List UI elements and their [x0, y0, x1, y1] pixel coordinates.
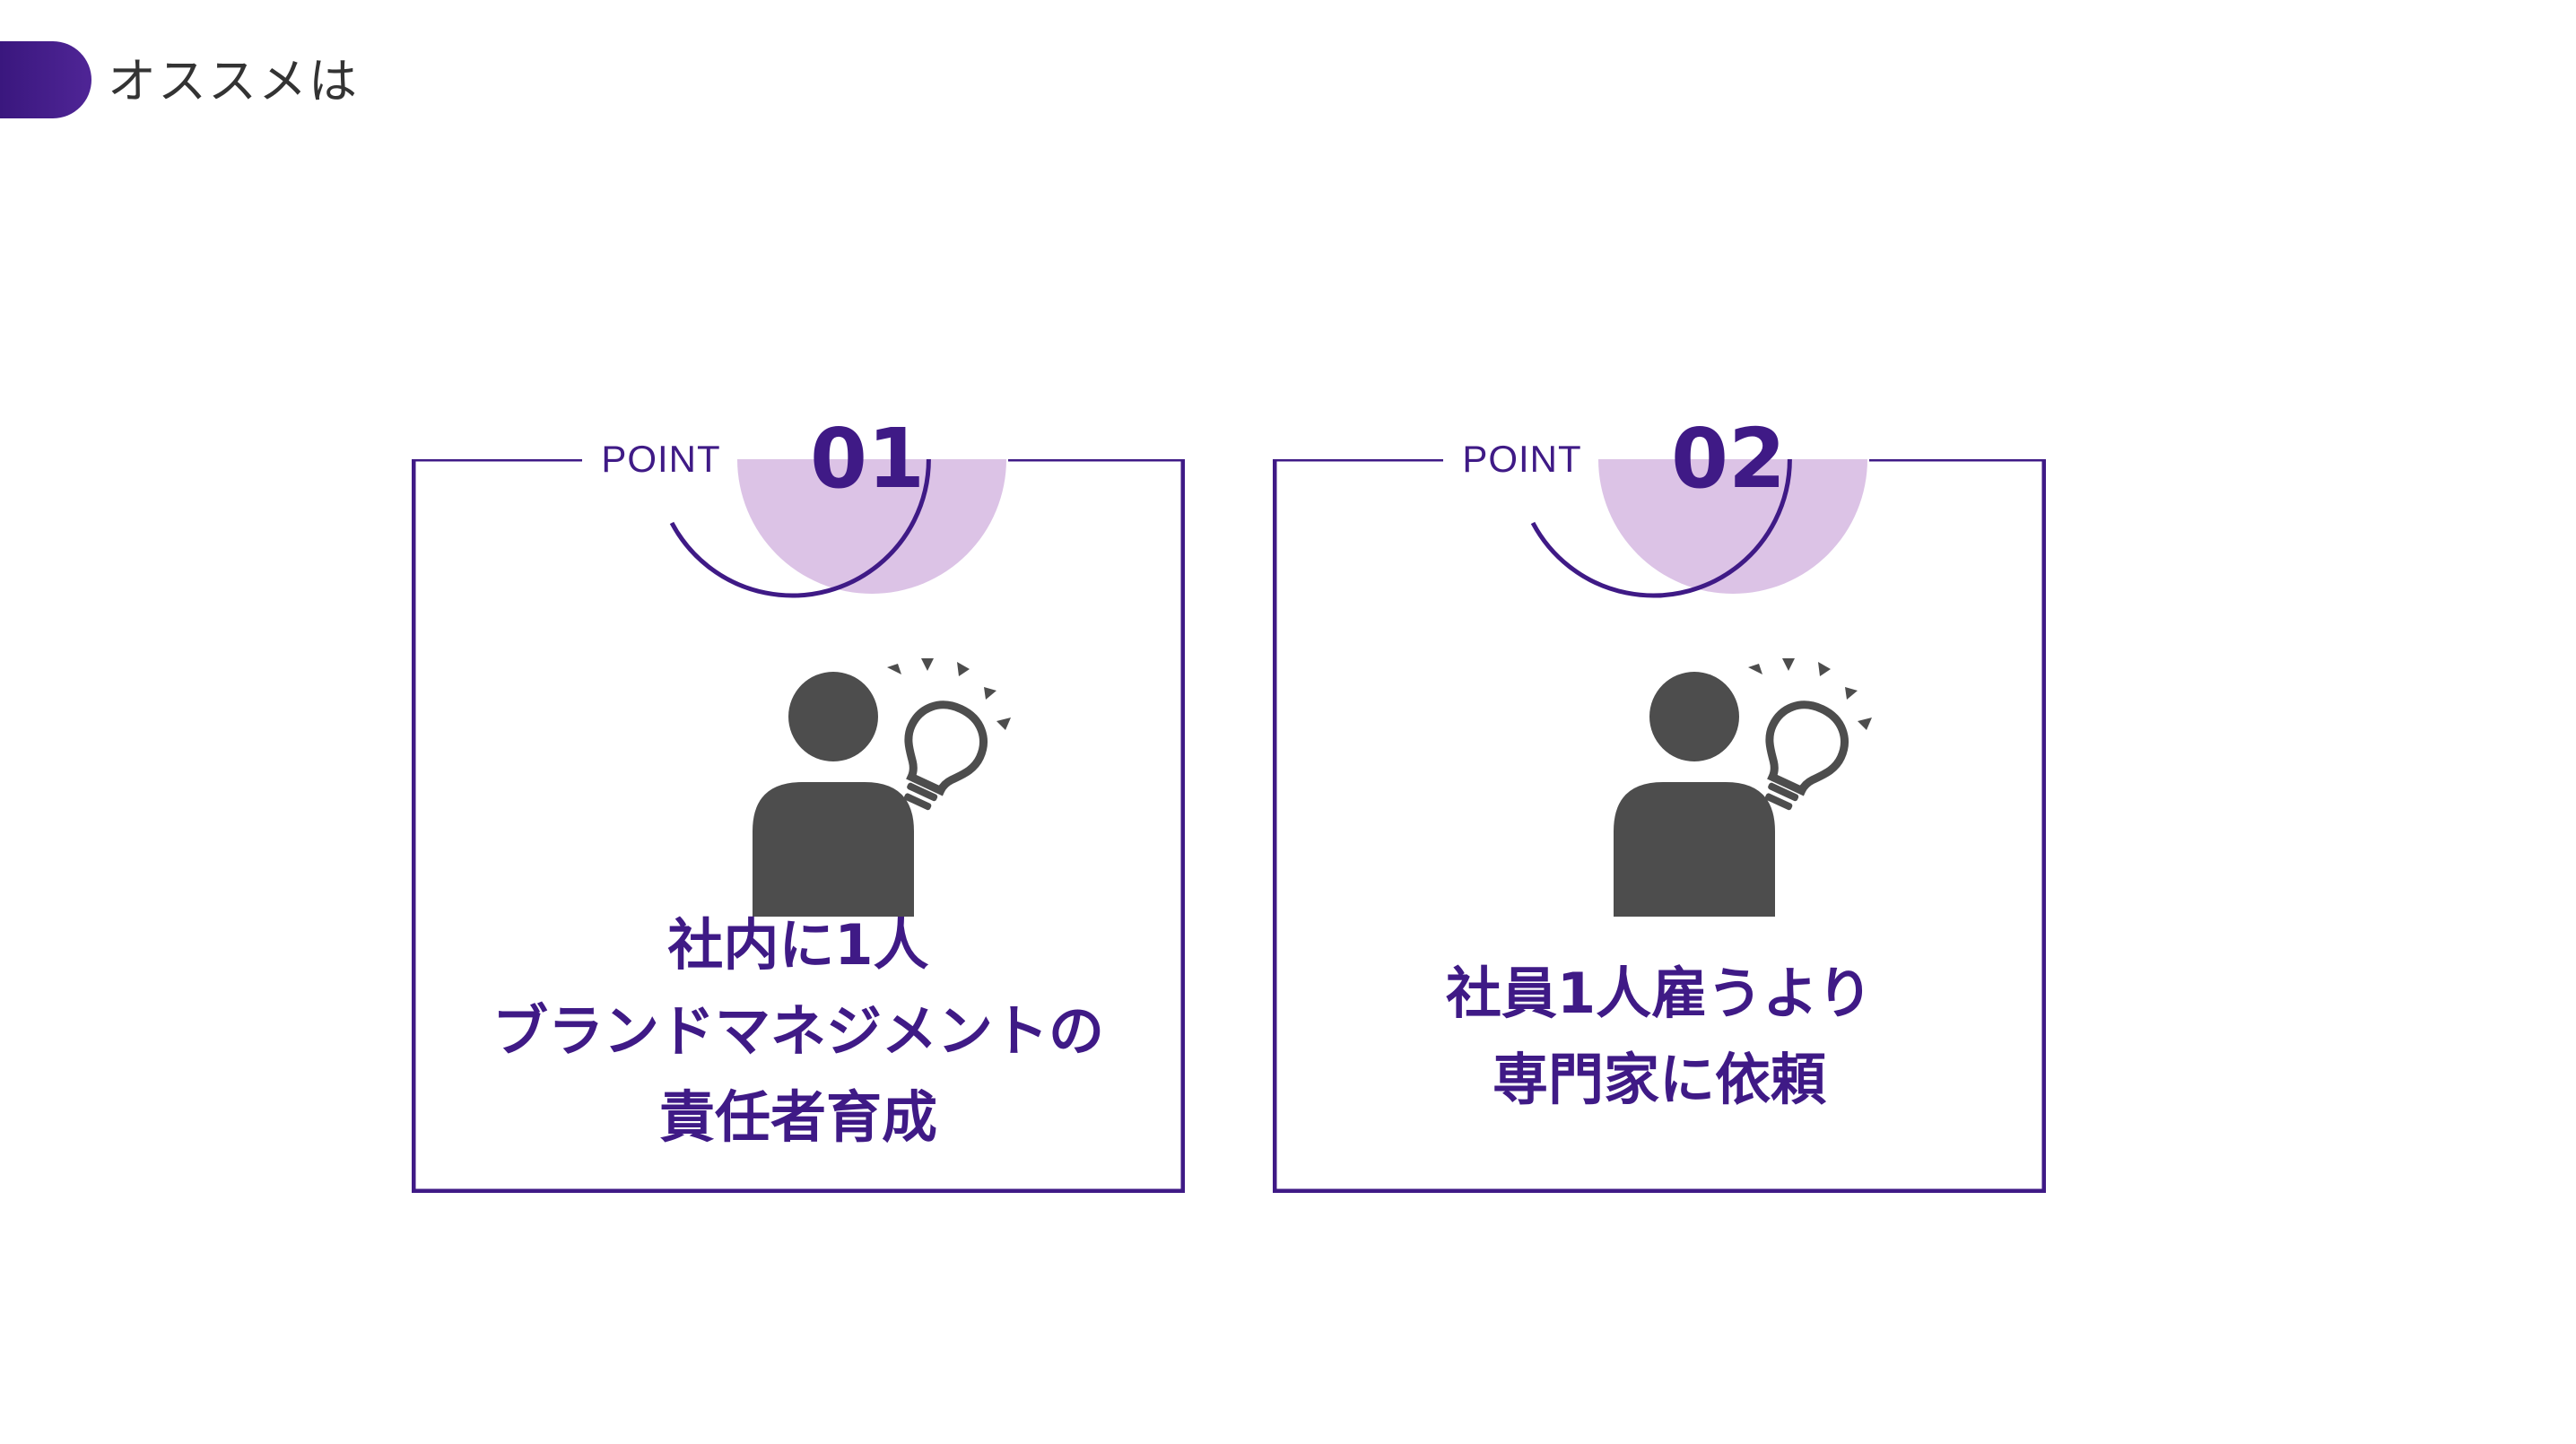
point-card-1: POINT 01 社内に1人 ブランドマネジメントの 責任者育成	[412, 411, 1185, 1193]
card-description: 社員1人雇うより 専門家に依頼	[1291, 951, 2028, 1123]
lightbulb-icon	[1748, 658, 1872, 811]
lightbulb-icon	[887, 658, 1011, 811]
card-frame	[412, 459, 1185, 1193]
person-icon	[753, 672, 914, 917]
header-accent-tab	[0, 41, 91, 118]
person-icon	[1614, 672, 1775, 917]
point-number: 02	[1670, 411, 1787, 507]
page-title: オススメは	[108, 53, 359, 109]
card-description-line: 責任者育成	[658, 1084, 937, 1150]
card-description-line: 社員1人雇うより	[1446, 961, 1873, 1026]
card-description-line: 専門家に依頼	[1492, 1047, 1826, 1112]
point-card-2: POINT 02 社員1人雇うより 専門家に依頼	[1273, 411, 2046, 1193]
point-label: POINT	[601, 438, 721, 480]
point-number: 01	[809, 411, 926, 507]
card-description: 社内に1人 ブランドマネジメントの 責任者育成	[430, 902, 1167, 1161]
card-description-line: ブランドマネジメントの	[492, 998, 1104, 1064]
card-description-line: 社内に1人	[667, 912, 929, 978]
point-label: POINT	[1462, 438, 1582, 480]
card-frame	[1273, 459, 2046, 1193]
